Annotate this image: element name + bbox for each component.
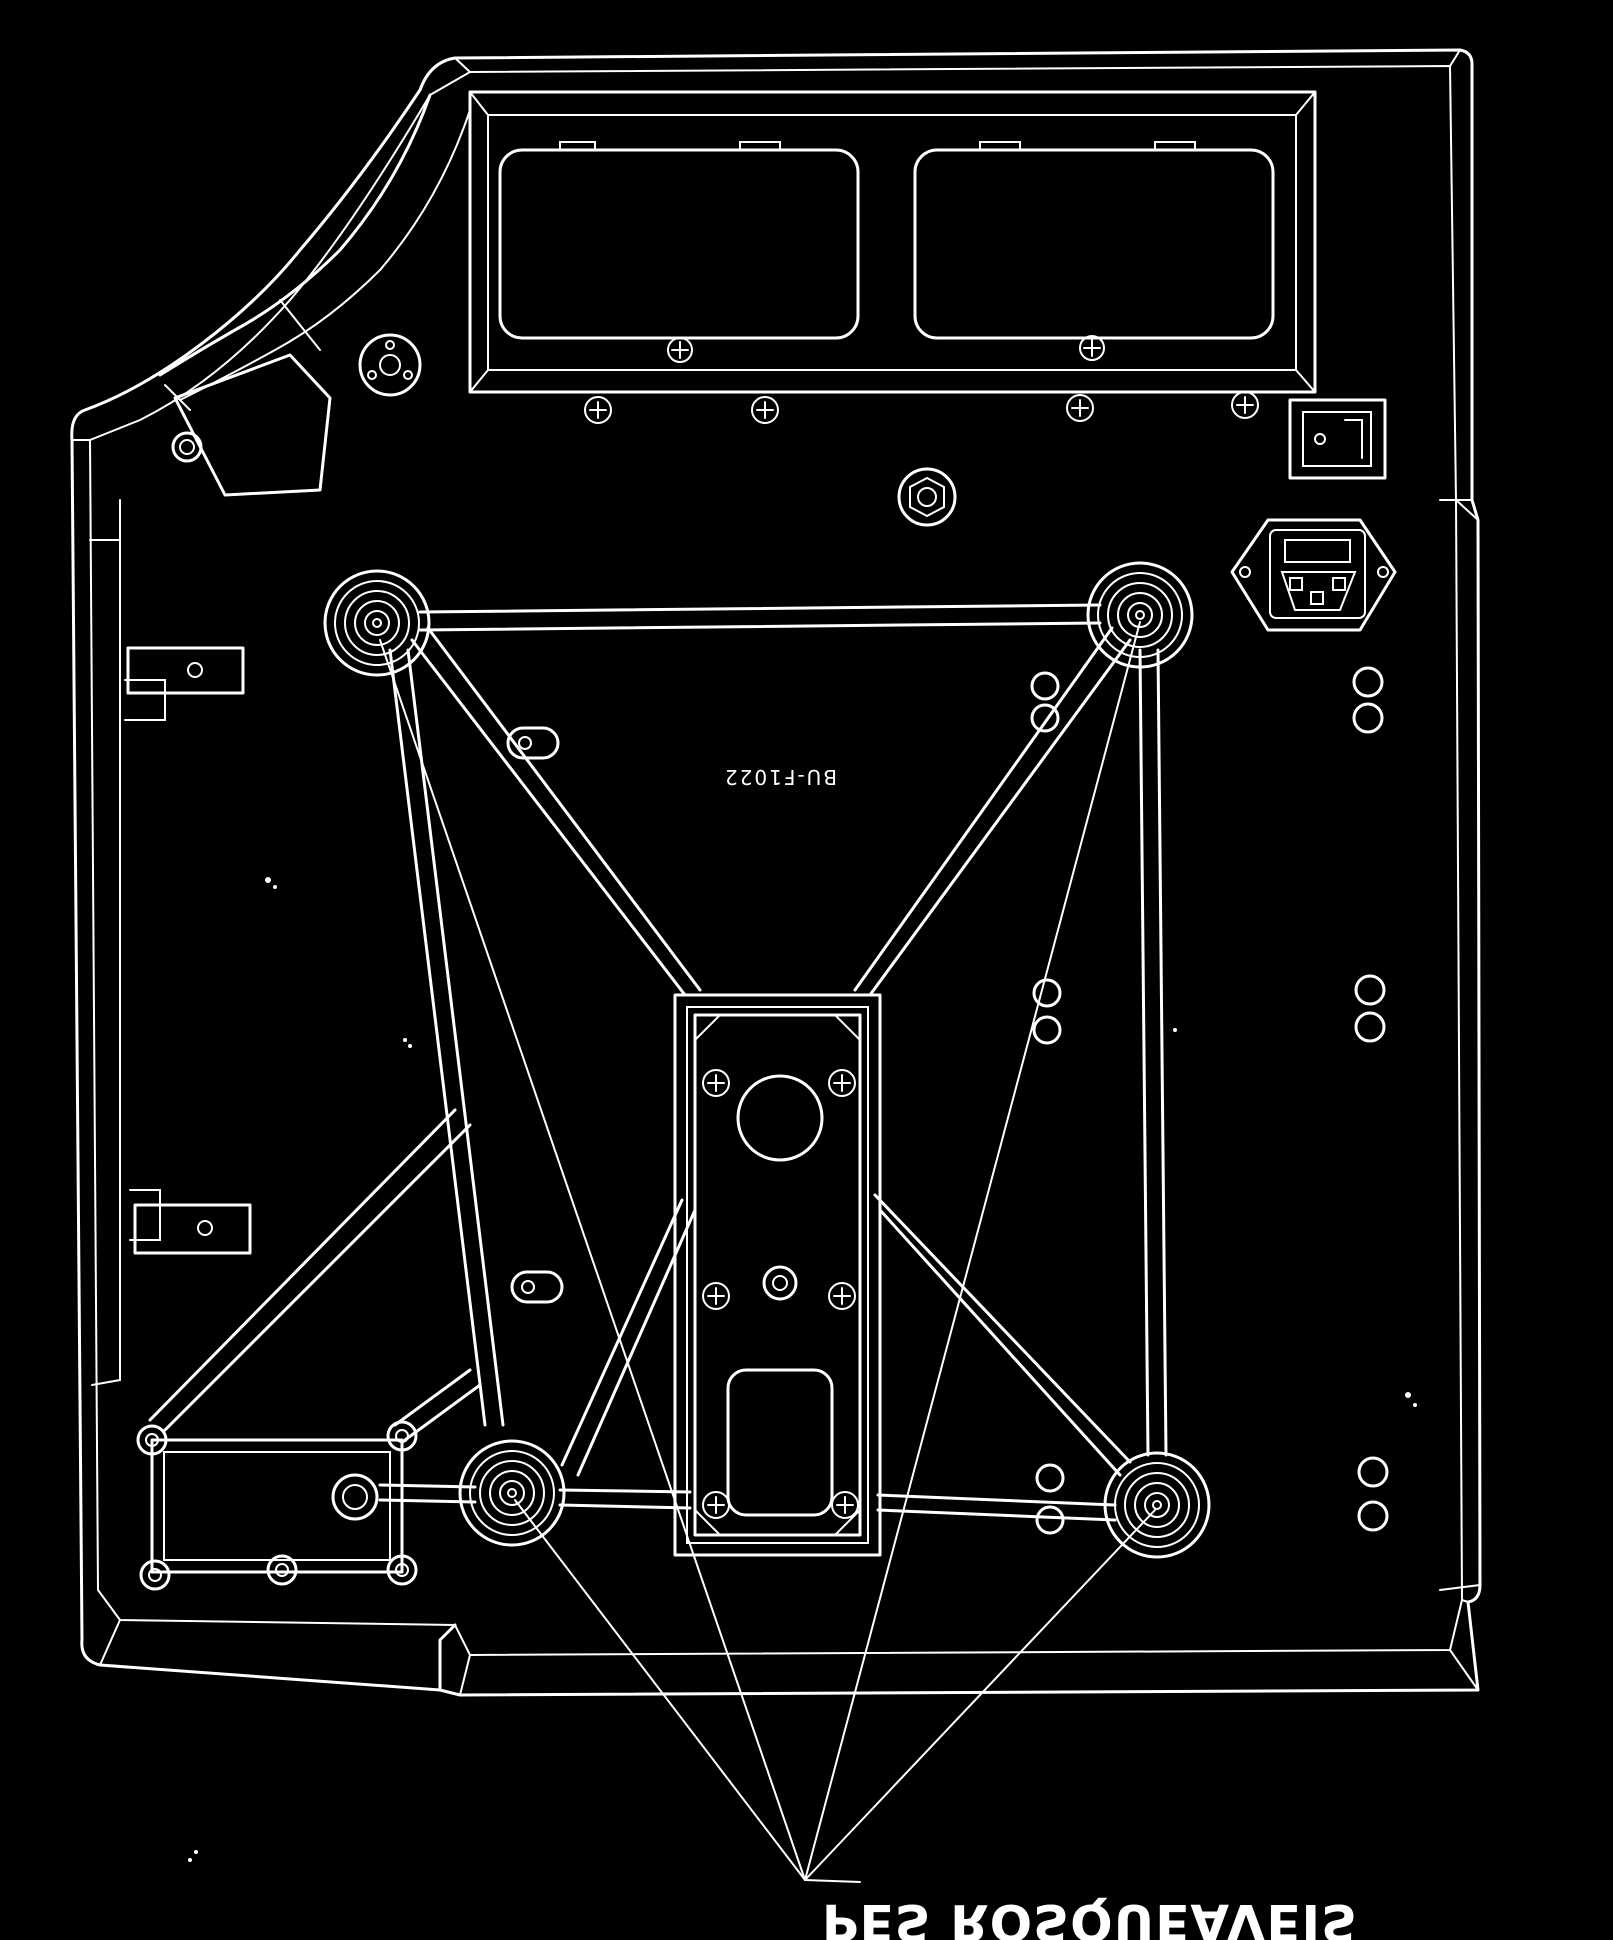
left-window <box>498 148 860 340</box>
foot-top-left <box>323 569 431 677</box>
screw-icon <box>702 1282 730 1310</box>
hole-pairs <box>1030 666 1389 1535</box>
left-rail <box>89 499 166 1386</box>
foot-bottom-left <box>458 1439 566 1547</box>
small-hole <box>171 431 203 463</box>
screw-icon <box>584 396 612 424</box>
screw-icon <box>1079 335 1105 361</box>
curved-channel <box>158 93 471 411</box>
threaded-feet <box>323 561 1211 1559</box>
right-window <box>913 148 1275 340</box>
screw-icon <box>667 337 693 363</box>
screw-icon <box>702 1491 730 1519</box>
foot-top-right <box>1086 561 1194 669</box>
callout-leader-lines <box>379 621 1156 1883</box>
nut-icon <box>897 467 957 527</box>
frame-rods <box>148 603 1168 1522</box>
callout-label: PÉS ROSQUEÁVEIS <box>822 1893 1358 1940</box>
screw-icon <box>828 1069 856 1097</box>
left-mounting-tabs <box>126 646 252 1255</box>
round-connector-icon <box>358 333 422 397</box>
screw-icon <box>1231 391 1259 419</box>
central-bracket <box>673 993 882 1557</box>
screw-icon <box>831 1491 859 1519</box>
screw-icon <box>1066 394 1094 422</box>
scan-specks <box>188 877 1417 1862</box>
slot-holes <box>506 726 564 1304</box>
foot-bottom-right <box>1103 1451 1211 1559</box>
top-module-bay <box>468 90 1317 394</box>
top-left-cover <box>173 353 332 497</box>
screw-icon <box>702 1069 730 1097</box>
board-marking: BU-F1022 <box>723 765 837 789</box>
bottom-left-subframe <box>136 1420 418 1591</box>
power-switch-icon <box>1288 398 1387 480</box>
screw-icon <box>828 1282 856 1310</box>
screw-icon <box>751 396 779 424</box>
power-inlet-icon <box>1230 518 1397 632</box>
housing-outline <box>70 48 1482 1697</box>
